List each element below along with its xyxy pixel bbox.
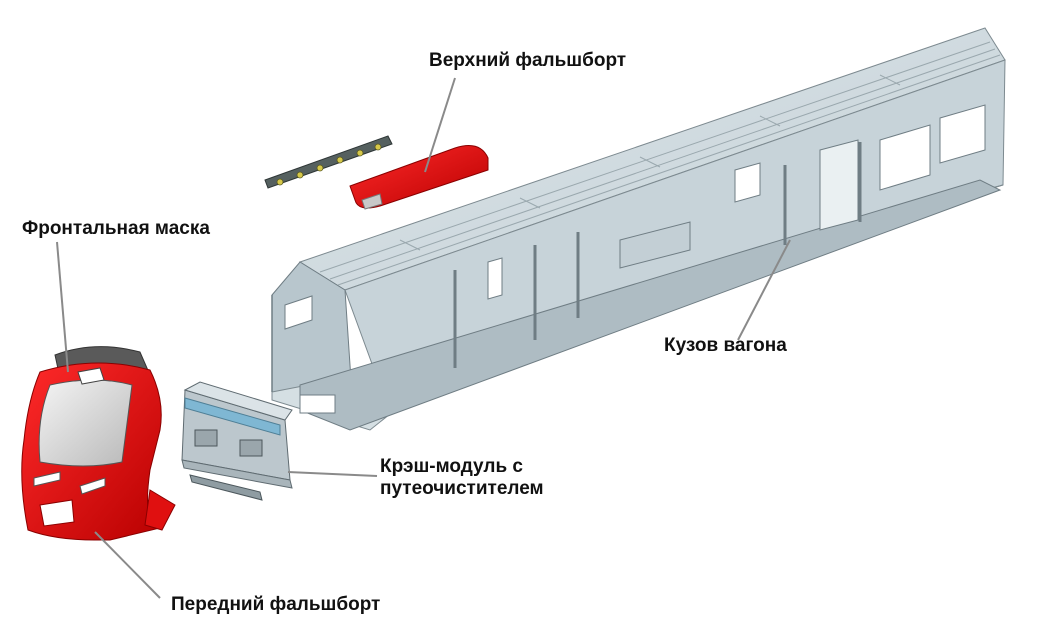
leader-front-mask [56,241,69,373]
label-front-mask: Фронтальная маска [22,218,210,239]
label-crash-module-line2: путеочистителем [380,478,544,499]
label-car-body: Кузов вагона [664,335,787,356]
leader-crash-module [287,471,378,477]
leader-upper-fairing [424,77,456,173]
front-mask-part [21,346,176,541]
label-upper-fairing: Верхний фальшборт [429,50,627,71]
car-body-shell [271,27,1006,431]
crash-module-part [181,381,293,501]
label-crash-module-line1: Крэш-модуль с [380,456,523,477]
upper-fairing-bracket [264,135,393,189]
leader-front-fairing [94,531,161,599]
upper-fairing-part [349,145,489,210]
label-crash-module: Крэш-модуль с путеочистителем [380,456,544,500]
leader-car-body [737,239,791,341]
label-front-fairing: Передний фальшборт [171,594,381,615]
